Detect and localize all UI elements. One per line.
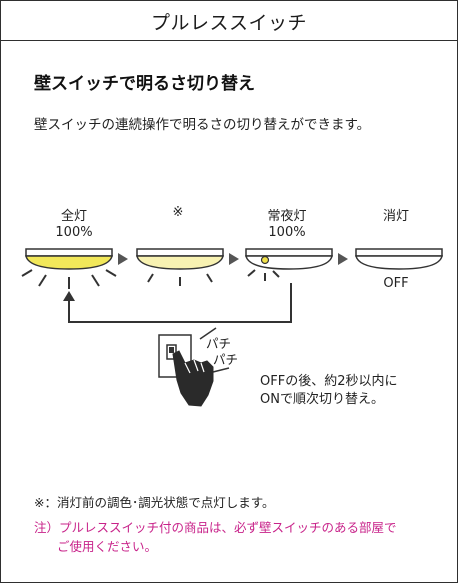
instruction-line-1: OFFの後、約2秒以内に <box>260 374 398 389</box>
section-description: 壁スイッチの連続操作で明るさの切り替えができます。 <box>34 117 371 133</box>
footnote: ※：消灯前の調色･調光状態で点灯します。 <box>34 495 275 510</box>
ceiling-light-full-icon <box>21 248 117 289</box>
return-arrow <box>63 283 292 323</box>
arrow-right-icon <box>229 253 239 265</box>
caution-line-1: 注）プルレススイッチ付の商品は、必ず壁スイッチのある部屋で <box>34 520 397 535</box>
stage-full-level: 100% <box>55 225 93 240</box>
stage-dimmed-name: ※ <box>172 205 184 220</box>
page-header: プルレススイッチ <box>1 1 457 41</box>
ceiling-light-dimmed-icon <box>136 248 224 286</box>
switch-sound-2: パチ <box>213 352 239 367</box>
switch-sound-1: パチ <box>206 336 232 351</box>
stage-off-name: 消灯 <box>382 209 409 224</box>
click-mark <box>199 327 217 340</box>
stage-night-level: 100% <box>268 225 306 240</box>
arrow-right-icon <box>118 253 128 265</box>
switch-cycle-diagram <box>21 248 443 407</box>
ceiling-light-off-icon <box>355 248 443 270</box>
instruction-line-2: ONで順次切り替え。 <box>260 392 384 407</box>
ceiling-light-night-icon <box>245 248 333 281</box>
click-mark <box>212 367 230 373</box>
arrow-right-icon <box>338 253 348 265</box>
section-heading: 壁スイッチで明るさ切り替え <box>34 74 255 94</box>
stage-full-name: 全灯 <box>60 209 87 224</box>
stage-night-name: 常夜灯 <box>267 209 307 224</box>
page-title: プルレススイッチ <box>150 12 307 34</box>
caution-note: 注）プルレススイッチ付の商品は、必ず壁スイッチのある部屋で ご使用ください。 <box>34 518 434 556</box>
stage-off-level: OFF <box>383 276 409 291</box>
hand-pressing-icon <box>172 350 214 407</box>
caution-line-2: ご使用ください。 <box>57 539 158 554</box>
